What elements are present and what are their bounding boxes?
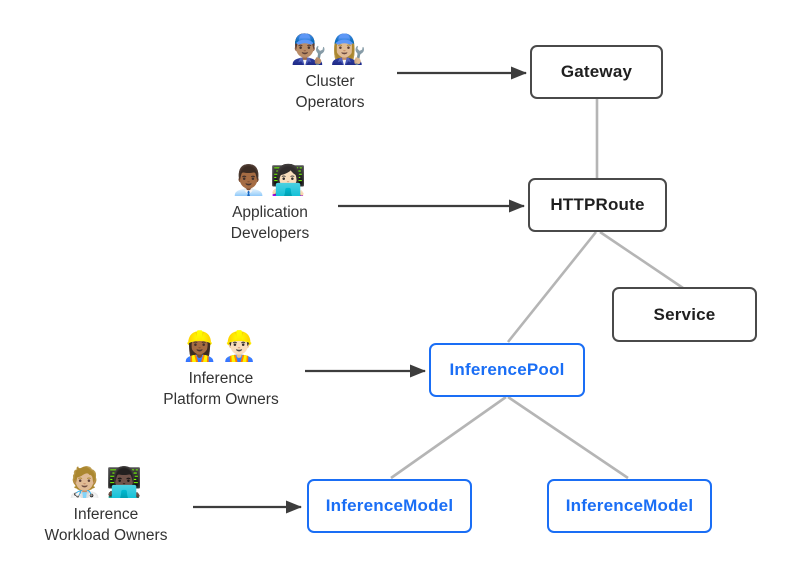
- persona-inference-platform-owners: 👷🏾‍♀️👷🏻‍♂️ Inference Platform Owners: [163, 329, 278, 411]
- cluster-operators-label-line1: Cluster: [305, 73, 355, 91]
- man-office-worker-icon: 👨🏾‍💼: [230, 165, 270, 197]
- gateway-node: Gateway: [530, 45, 663, 99]
- inferencepool-node: InferencePool: [429, 343, 585, 397]
- cluster-operators-emojis: 👨🏽‍🔧👩🏼‍🔧: [291, 32, 369, 68]
- inference-workload-owners-label-line2: Workload Owners: [44, 527, 168, 545]
- cluster-operators-label-line2: Operators: [295, 94, 365, 112]
- inferencemodel-left-node-label: InferenceModel: [325, 496, 454, 515]
- man-construction-worker-icon: 👷🏻‍♂️: [220, 331, 261, 363]
- inference-workload-owners-label: Inference Workload Owners: [45, 505, 168, 547]
- man-technologist-icon: 👨🏿‍💻: [106, 467, 146, 499]
- inferencemodel-right-node-label: InferenceModel: [565, 496, 694, 515]
- httproute-node: HTTPRoute: [528, 178, 667, 232]
- service-node-label: Service: [653, 304, 716, 324]
- woman-technologist-icon: 👩🏻‍💻: [270, 165, 310, 197]
- connector-inferencepool-model-left: [390, 395, 507, 480]
- inferencepool-node-label: InferencePool: [449, 360, 565, 379]
- cluster-operators-label: Cluster Operators: [296, 72, 365, 114]
- connector-httproute-inferencepool: [506, 231, 598, 343]
- inference-workload-owners-label-line1: Inference: [73, 506, 139, 524]
- inference-workload-owners-emojis: 🧑🏼‍⚕️👨🏿‍💻: [67, 465, 145, 501]
- gateway-node-label: Gateway: [560, 62, 633, 81]
- inferencemodel-right-node: InferenceModel: [547, 479, 712, 533]
- persona-inference-workload-owners: 🧑🏼‍⚕️👨🏿‍💻 Inference Workload Owners: [45, 465, 168, 547]
- health-worker-icon: 🧑🏼‍⚕️: [66, 467, 106, 499]
- persona-cluster-operators: 👨🏽‍🔧👩🏼‍🔧 Cluster Operators: [291, 32, 369, 114]
- application-developers-label-line1: Application: [232, 204, 308, 222]
- service-node: Service: [612, 287, 757, 342]
- woman-construction-worker-icon: 👷🏾‍♀️: [181, 331, 221, 363]
- connector-inferencepool-model-right: [507, 395, 629, 480]
- inference-platform-owners-emojis: 👷🏾‍♀️👷🏻‍♂️: [182, 329, 260, 365]
- man-mechanic-icon: 👨🏽‍🔧: [290, 34, 330, 66]
- woman-mechanic-icon: 👩🏼‍🔧: [330, 34, 370, 66]
- persona-application-developers: 👨🏾‍💼👩🏻‍💻 Application Developers: [231, 163, 309, 245]
- application-developers-label-line2: Developers: [230, 225, 310, 243]
- inference-platform-owners-label: Inference Platform Owners: [163, 369, 278, 411]
- inferencemodel-left-node: InferenceModel: [307, 479, 472, 533]
- inference-platform-owners-label-line2: Platform Owners: [163, 391, 279, 409]
- httproute-node-label: HTTPRoute: [550, 195, 645, 214]
- inference-platform-owners-label-line1: Inference: [188, 370, 254, 388]
- application-developers-label: Application Developers: [231, 203, 309, 245]
- application-developers-emojis: 👨🏾‍💼👩🏻‍💻: [231, 163, 309, 199]
- connector-httproute-service: [599, 230, 684, 290]
